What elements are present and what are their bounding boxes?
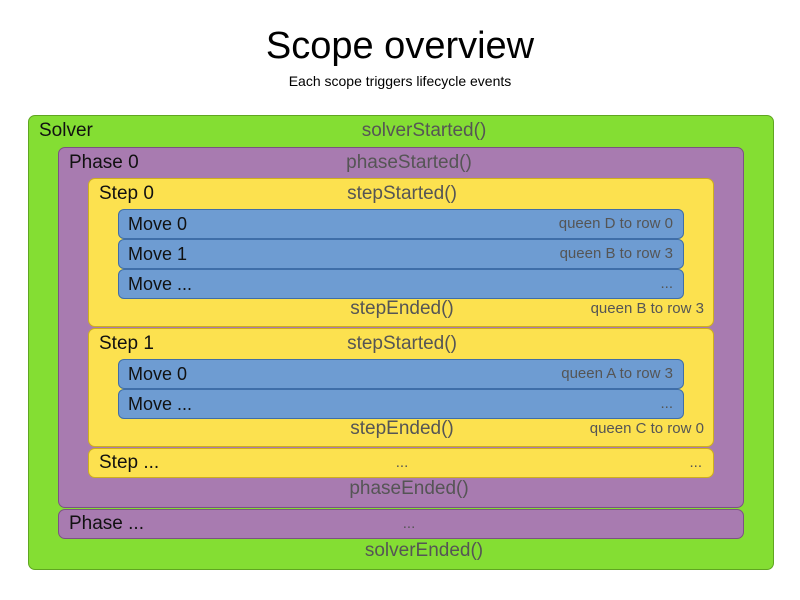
phase-0-header: Phase 0 phaseStarted() <box>59 148 743 178</box>
phase-more-middle-ellipsis: ... <box>402 515 416 532</box>
step-0-started-event-label: stepStarted() <box>347 183 457 204</box>
step-1-started-event-label: stepStarted() <box>347 333 457 354</box>
move-label: Move ... <box>128 394 193 414</box>
step-0-ended-detail: queen B to row 3 <box>590 300 704 317</box>
step-0-ended-event-label: stepEnded() <box>350 298 454 319</box>
step-0-scope-label: Step 0 <box>99 183 154 204</box>
phase-more-row[interactable]: Phase ... ... <box>58 509 744 539</box>
page-title: Scope overview <box>265 25 535 67</box>
move-row[interactable]: Move ... ... <box>118 269 684 299</box>
solver-scope-label: Solver <box>39 120 93 141</box>
move-row[interactable]: Move 0 queen A to row 3 <box>118 359 684 389</box>
move-detail: ... <box>660 395 673 412</box>
phase-started-event-label: phaseStarted() <box>346 152 472 173</box>
phase-0-scope-label: Phase 0 <box>69 152 139 173</box>
step-1-ended-event-label: stepEnded() <box>350 418 454 439</box>
move-label: Move ... <box>128 274 193 294</box>
solver-footer: solverEnded() <box>29 536 775 566</box>
move-row[interactable]: Move 0 queen D to row 0 <box>118 209 684 239</box>
move-label: Move 0 <box>128 214 188 234</box>
step-more-right-ellipsis: ... <box>689 454 702 471</box>
solver-header: Solver solverStarted() <box>29 116 773 146</box>
move-detail: queen D to row 0 <box>558 215 673 232</box>
move-label: Move 0 <box>128 364 188 384</box>
move-label: Move 1 <box>128 244 188 264</box>
step-1-footer: stepEnded() queen C to row 0 <box>89 414 715 444</box>
step-1-scope-label: Step 1 <box>99 333 154 354</box>
move-row[interactable]: Move 1 queen B to row 3 <box>118 239 684 269</box>
step-more-label: Step ... <box>99 452 160 473</box>
step-1-header: Step 1 stepStarted() <box>89 329 713 359</box>
move-row[interactable]: Move ... ... <box>118 389 684 419</box>
phase-0-footer: phaseEnded() <box>59 474 745 504</box>
move-detail: ... <box>660 275 673 292</box>
move-detail: queen A to row 3 <box>561 365 673 382</box>
step-0-footer: stepEnded() queen B to row 3 <box>89 294 715 324</box>
phase-more-label: Phase ... <box>69 513 144 534</box>
step-0-header: Step 0 stepStarted() <box>89 179 713 209</box>
title-block: Scope overview Each scope triggers lifec… <box>0 24 800 90</box>
step-1-ended-detail: queen C to row 0 <box>589 420 704 437</box>
phase-ended-event-label: phaseEnded() <box>349 478 469 499</box>
step-more-row[interactable]: Step ... ... ... <box>88 448 714 478</box>
solver-ended-event-label: solverEnded() <box>364 540 484 561</box>
move-detail: queen B to row 3 <box>559 245 673 262</box>
step-more-middle-ellipsis: ... <box>395 454 409 471</box>
page-subtitle: Each scope triggers lifecycle events <box>288 73 512 89</box>
solver-started-event-label: solverStarted() <box>361 120 487 141</box>
